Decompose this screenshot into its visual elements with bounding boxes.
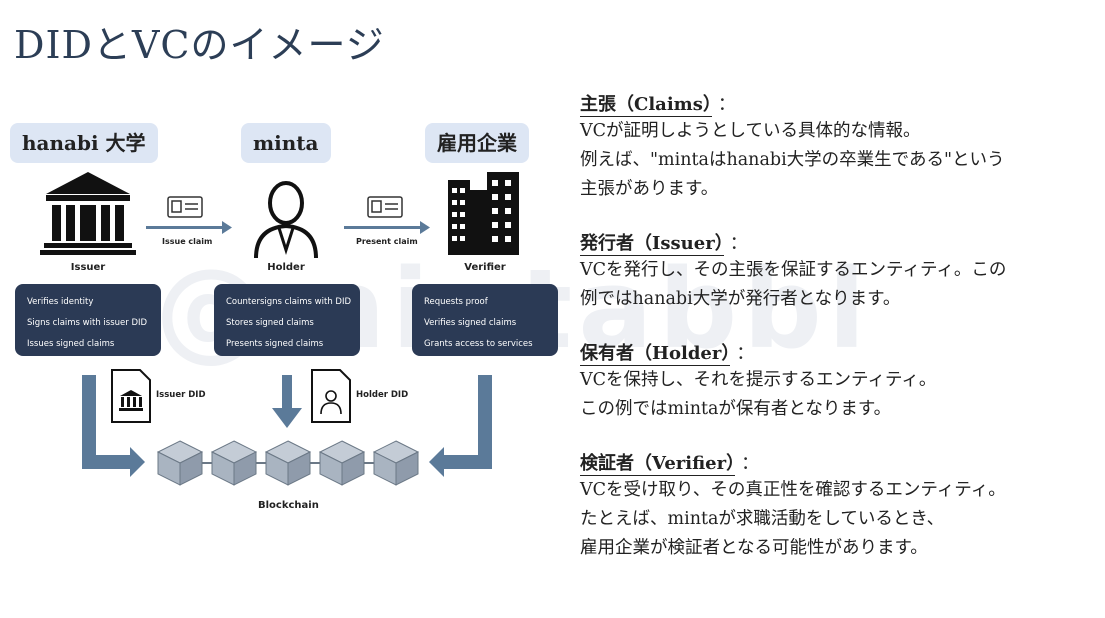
- verifier-to-chain-arrow: [429, 375, 492, 477]
- section-line: VCを発行し、その主張を保証するエンティティ。この: [580, 260, 1007, 280]
- issue-claim-label: Issue claim: [162, 237, 213, 246]
- verifier-role-label: Verifier: [464, 262, 506, 273]
- holder-duties-box: Countersigns claims with DID Stores sign…: [214, 284, 360, 356]
- issuer-duty: Issues signed claims: [27, 339, 115, 349]
- did-vc-diagram: hanabi 大学 minta 雇用企業: [10, 123, 558, 511]
- present-claim-label: Present claim: [356, 237, 418, 246]
- section-line: 主張があります。: [580, 179, 719, 199]
- issuer-duties-box: Verifies identity Signs claims with issu…: [15, 284, 161, 356]
- holder-did-label: Holder DID: [356, 390, 409, 400]
- section-colon: ：: [741, 453, 760, 474]
- credential-card-icon: [367, 196, 403, 218]
- credential-card-icon: [167, 196, 203, 218]
- section-term: 検証者（Verifier）: [580, 453, 736, 476]
- section-line: VCを受け取り、その真正性を確認するエンティティ。: [580, 480, 1006, 500]
- holder-name-pill: minta: [241, 123, 331, 163]
- section-colon: ：: [736, 343, 755, 364]
- section-term: 発行者（Issuer）: [580, 233, 724, 256]
- issuer-to-chain-arrow: [82, 375, 145, 477]
- page-title: DIDとVCのイメージ: [14, 23, 385, 67]
- section-colon: ：: [717, 94, 736, 115]
- section-term: 主張（Claims）: [580, 94, 712, 117]
- person-icon: [254, 181, 318, 259]
- issuer-section: 発行者（Issuer）： VCを発行し、その主張を保証するエンティティ。この 例…: [580, 231, 1100, 314]
- verifier-duty: Verifies signed claims: [424, 318, 517, 328]
- section-line: VCを保持し、それを提示するエンティティ。: [580, 370, 937, 390]
- holder-role-label: Holder: [267, 262, 305, 273]
- holder-to-chain-arrow: [272, 375, 302, 428]
- blockchain-blocks: [156, 440, 420, 486]
- issue-claim-arrow: [146, 221, 232, 234]
- definitions: 主張（Claims）： VCが証明しようとしている具体的な情報。 例えば、"mi…: [580, 92, 1100, 590]
- holder-duty: Countersigns claims with DID: [226, 297, 352, 307]
- verifier-section: 検証者（Verifier）： VCを受け取り、その真正性を確認するエンティティ。…: [580, 451, 1100, 563]
- bank-icon: [40, 172, 136, 255]
- verifier-duty: Requests proof: [424, 297, 488, 307]
- section-line: 例えば、"mintaはhanabi大学の卒業生である"という: [580, 150, 1005, 170]
- verifier-name-pill: 雇用企業: [425, 123, 529, 163]
- section-line: VCが証明しようとしている具体的な情報。: [580, 121, 921, 141]
- issuer-duty: Verifies identity: [27, 297, 94, 307]
- issuer-role-label: Issuer: [70, 262, 106, 273]
- section-line: たとえば、mintaが求職活動をしているとき、: [580, 509, 945, 529]
- holder-duty: Presents signed claims: [226, 339, 324, 349]
- holder-duty: Stores signed claims: [226, 318, 314, 328]
- blockchain-label: Blockchain: [258, 500, 319, 511]
- section-term: 保有者（Holder）: [580, 343, 731, 366]
- section-line: 雇用企業が検証者となる可能性があります。: [580, 538, 928, 558]
- issuer-name-pill: hanabi 大学: [10, 123, 158, 163]
- office-building-icon: [448, 172, 519, 255]
- present-claim-arrow: [344, 221, 430, 234]
- issuer-did-label: Issuer DID: [156, 390, 206, 400]
- holder-did-document-icon: [311, 369, 351, 423]
- verifier-duties-box: Requests proof Verifies signed claims Gr…: [412, 284, 558, 356]
- issuer-did-document-icon: [111, 369, 151, 423]
- section-line: 例ではhanabi大学が発行者となります。: [580, 289, 901, 309]
- section-colon: ：: [729, 233, 748, 254]
- holder-section: 保有者（Holder）： VCを保持し、それを提示するエンティティ。 この例では…: [580, 341, 1100, 424]
- claims-section: 主張（Claims）： VCが証明しようとしている具体的な情報。 例えば、"mi…: [580, 92, 1100, 204]
- verifier-duty: Grants access to services: [424, 339, 533, 349]
- diagram-graphics: [40, 172, 519, 486]
- section-line: この例ではmintaが保有者となります。: [580, 399, 892, 419]
- issuer-duty: Signs claims with issuer DID: [27, 318, 148, 328]
